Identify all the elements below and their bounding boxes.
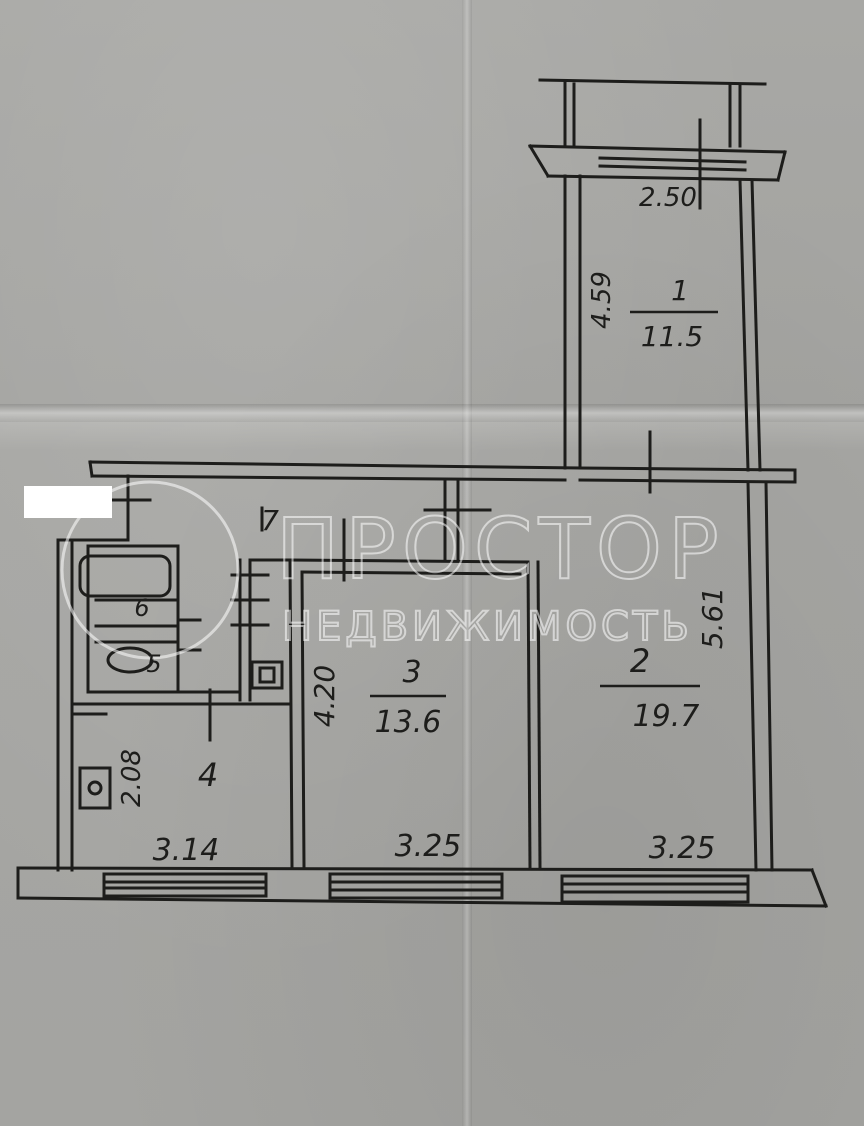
room-5-number: 5: [146, 650, 161, 678]
room-4-dim-bottom: 3.14: [153, 833, 220, 868]
room-1-area: 11.5: [641, 320, 703, 353]
paper-fold-horizontal: [0, 404, 864, 422]
room-2-dim-side: 5.61: [696, 587, 729, 649]
room-3-dim-bottom: 3.25: [395, 829, 462, 864]
watermark-logo-icon: [60, 480, 240, 660]
room-4-dim-side: 2.08: [117, 749, 147, 807]
bottom-wall: [16, 866, 828, 908]
room-4-walls: [70, 688, 292, 810]
paper-fold-vertical: [462, 0, 472, 1126]
room-1-dim-top: 2.50: [639, 183, 697, 213]
room-6-number: 6: [134, 594, 149, 622]
room-3-walls: [288, 558, 542, 870]
room-3-area: 13.6: [375, 705, 442, 740]
room-3-number: 3: [402, 655, 421, 690]
room-1-walls: [527, 78, 787, 494]
room-1-dim-side: 4.59: [587, 271, 617, 329]
watermark: ПРОСТОР НЕДВИЖИМОСТЬ: [60, 480, 725, 660]
room-4-number: 4: [198, 756, 218, 794]
room-3-dim-side: 4.20: [308, 665, 341, 727]
watermark-brand: ПРОСТОР: [276, 500, 725, 598]
bathroom-walls: [78, 506, 346, 702]
room-2-area: 19.7: [633, 699, 700, 734]
room-2-dim-bottom: 3.25: [649, 831, 716, 866]
room-2-number: 2: [630, 642, 650, 680]
white-patch: [24, 486, 112, 518]
room-1-number: 1: [671, 274, 689, 307]
watermark-subtitle: НЕДВИЖИМОСТЬ: [282, 604, 693, 650]
room-7-number: 7: [261, 504, 279, 537]
right-wall: [746, 480, 774, 872]
upper-wall: [88, 460, 797, 562]
